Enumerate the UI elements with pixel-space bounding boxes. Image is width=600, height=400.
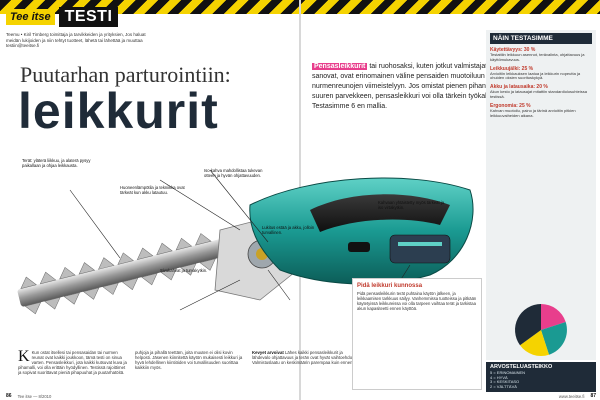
article-deck: Pensasleikkurit tai ruohosaksi, kuten jo…	[312, 62, 512, 112]
pie-slice-usability	[541, 304, 566, 330]
deck-text: tai ruohosaksi, kuten jotkut valmistajat…	[312, 63, 498, 110]
criterion-4: Ergonomia: 25 % Kahvan muotoilu, paino j…	[490, 103, 592, 119]
rating-row: 2 = VÄLTTÄVÄ	[490, 383, 517, 389]
brand-testi: TESTI	[58, 7, 119, 27]
criterion-label: Käytettävyys: 30 %	[490, 47, 536, 53]
criterion-text: Akun kesto ja latausajat mitattiin stand…	[490, 89, 587, 99]
criterion-3: Akku ja latausaika: 20 % Akun kesto ja l…	[490, 84, 592, 100]
rating-row: 3 = KESKITASO	[490, 379, 520, 385]
body-column-2: puhjoja ja pihallä teettäm, joita muuten…	[135, 350, 244, 392]
brand-tee-itse: Tee itse	[6, 9, 55, 25]
test-method-sidebar: NÄIN TESTASIMME Käytettävyys: 30 % Testa…	[486, 30, 596, 360]
page-number-left: 86	[6, 393, 12, 399]
sidebar-title: NÄIN TESTASIMME	[490, 33, 592, 44]
body-column-3: Kevyet arvoivat Lähes kaikki pensasleikk…	[252, 350, 361, 392]
rating-scale-title: ARVOSTELUASTEIKKO	[490, 364, 553, 370]
footer-right: www.teeitse.fi 87	[308, 392, 596, 400]
criterion-label: Leikkuujälki: 25 %	[490, 65, 534, 72]
criterion-text: Kahvan muotoilu, paino ja tärinä arvioit…	[490, 107, 576, 118]
callout-lock: Lukitus estää ja akku, jolloin turvallin…	[262, 225, 315, 235]
trimmer-handle	[310, 194, 450, 232]
pie-slice-cut	[541, 322, 567, 355]
body-subhead: Kevyet arvoivat	[252, 350, 284, 355]
article-headline: leikkurit	[18, 83, 219, 139]
rating-row: 4 = HYVÄ	[490, 374, 508, 380]
maintenance-text: Pidä pensasleikkurin terät puhtaina käyt…	[357, 291, 477, 311]
criterion-1: Käytettävyys: 30 % Testattiin leikkuun a…	[490, 47, 592, 63]
criterion-label: Akku ja latausaika: 20 %	[490, 84, 548, 91]
body-col2-text: puhjoja ja pihallä teettäm, joita muuten…	[135, 350, 243, 370]
deck-highlight: Pensasleikkurit	[312, 63, 368, 70]
callout-switch: Kahvaan yhtäistetty myös tärkeät ja iso …	[378, 200, 445, 210]
body-col3-text: Lähes kaikki pensasleikkurit ja lähdeval…	[252, 350, 355, 365]
footer-left-text: Tee itse — 8/2010	[17, 393, 52, 399]
trimmer-blade	[17, 233, 244, 315]
footer-left: 86 Tee itse — 8/2010	[6, 392, 306, 400]
power-switch	[348, 242, 370, 252]
maintenance-box: Pidä leikkuri kunnossa Pidä pensasleikku…	[352, 278, 482, 390]
callout-handle: Iso kahva mahdollistaa tukevan otteen ja…	[204, 168, 263, 178]
drop-cap: K	[18, 350, 30, 365]
footer-right-text: www.teeitse.fi	[558, 393, 585, 399]
rating-scale: ARVOSTELUASTEIKKO 5 = ERINOMAINEN 4 = HY…	[486, 362, 596, 392]
pie-slice-battery	[520, 330, 549, 356]
body-col1-text: Kun ostat itsellesi tai pensasaidan tai …	[18, 350, 127, 375]
callout-grip: Sivukahvat ja turvakytkin.	[160, 268, 208, 273]
masthead-intro: Teemu • Kiril Timberg toimittaja ja tarv…	[6, 32, 146, 48]
rating-row: 5 = ERINOMAINEN	[490, 370, 526, 375]
criterion-text: Testattiin leikkuun asennot, terävalinta…	[490, 52, 585, 62]
criterion-2: Leikkuujälki: 25 % Arvioitiin leikkaukse…	[490, 66, 592, 82]
hedge-trimmer-illustration	[17, 169, 474, 315]
criterion-label: Ergonomia: 25 %	[490, 102, 531, 109]
pie-slice-ergonomics	[515, 304, 541, 346]
section-brand: Tee itse TESTI	[6, 6, 119, 28]
article-kicker: Puutarhan parturointiin:	[20, 62, 231, 87]
callout-gear: Huoneenlämpötila ja tekniikka ovat tärke…	[120, 185, 185, 195]
weighting-pie-chart	[515, 304, 567, 356]
callout-blades: Terät: yläterä liikkuu, ja alaterä pysyy…	[22, 158, 91, 168]
maintenance-title: Pidä leikkuri kunnossa	[357, 283, 423, 289]
criterion-text: Arvioitiin leikkauksen laatua ja leikkur…	[490, 70, 581, 81]
battery-pack	[389, 234, 451, 264]
page-number-right: 87	[590, 393, 596, 399]
